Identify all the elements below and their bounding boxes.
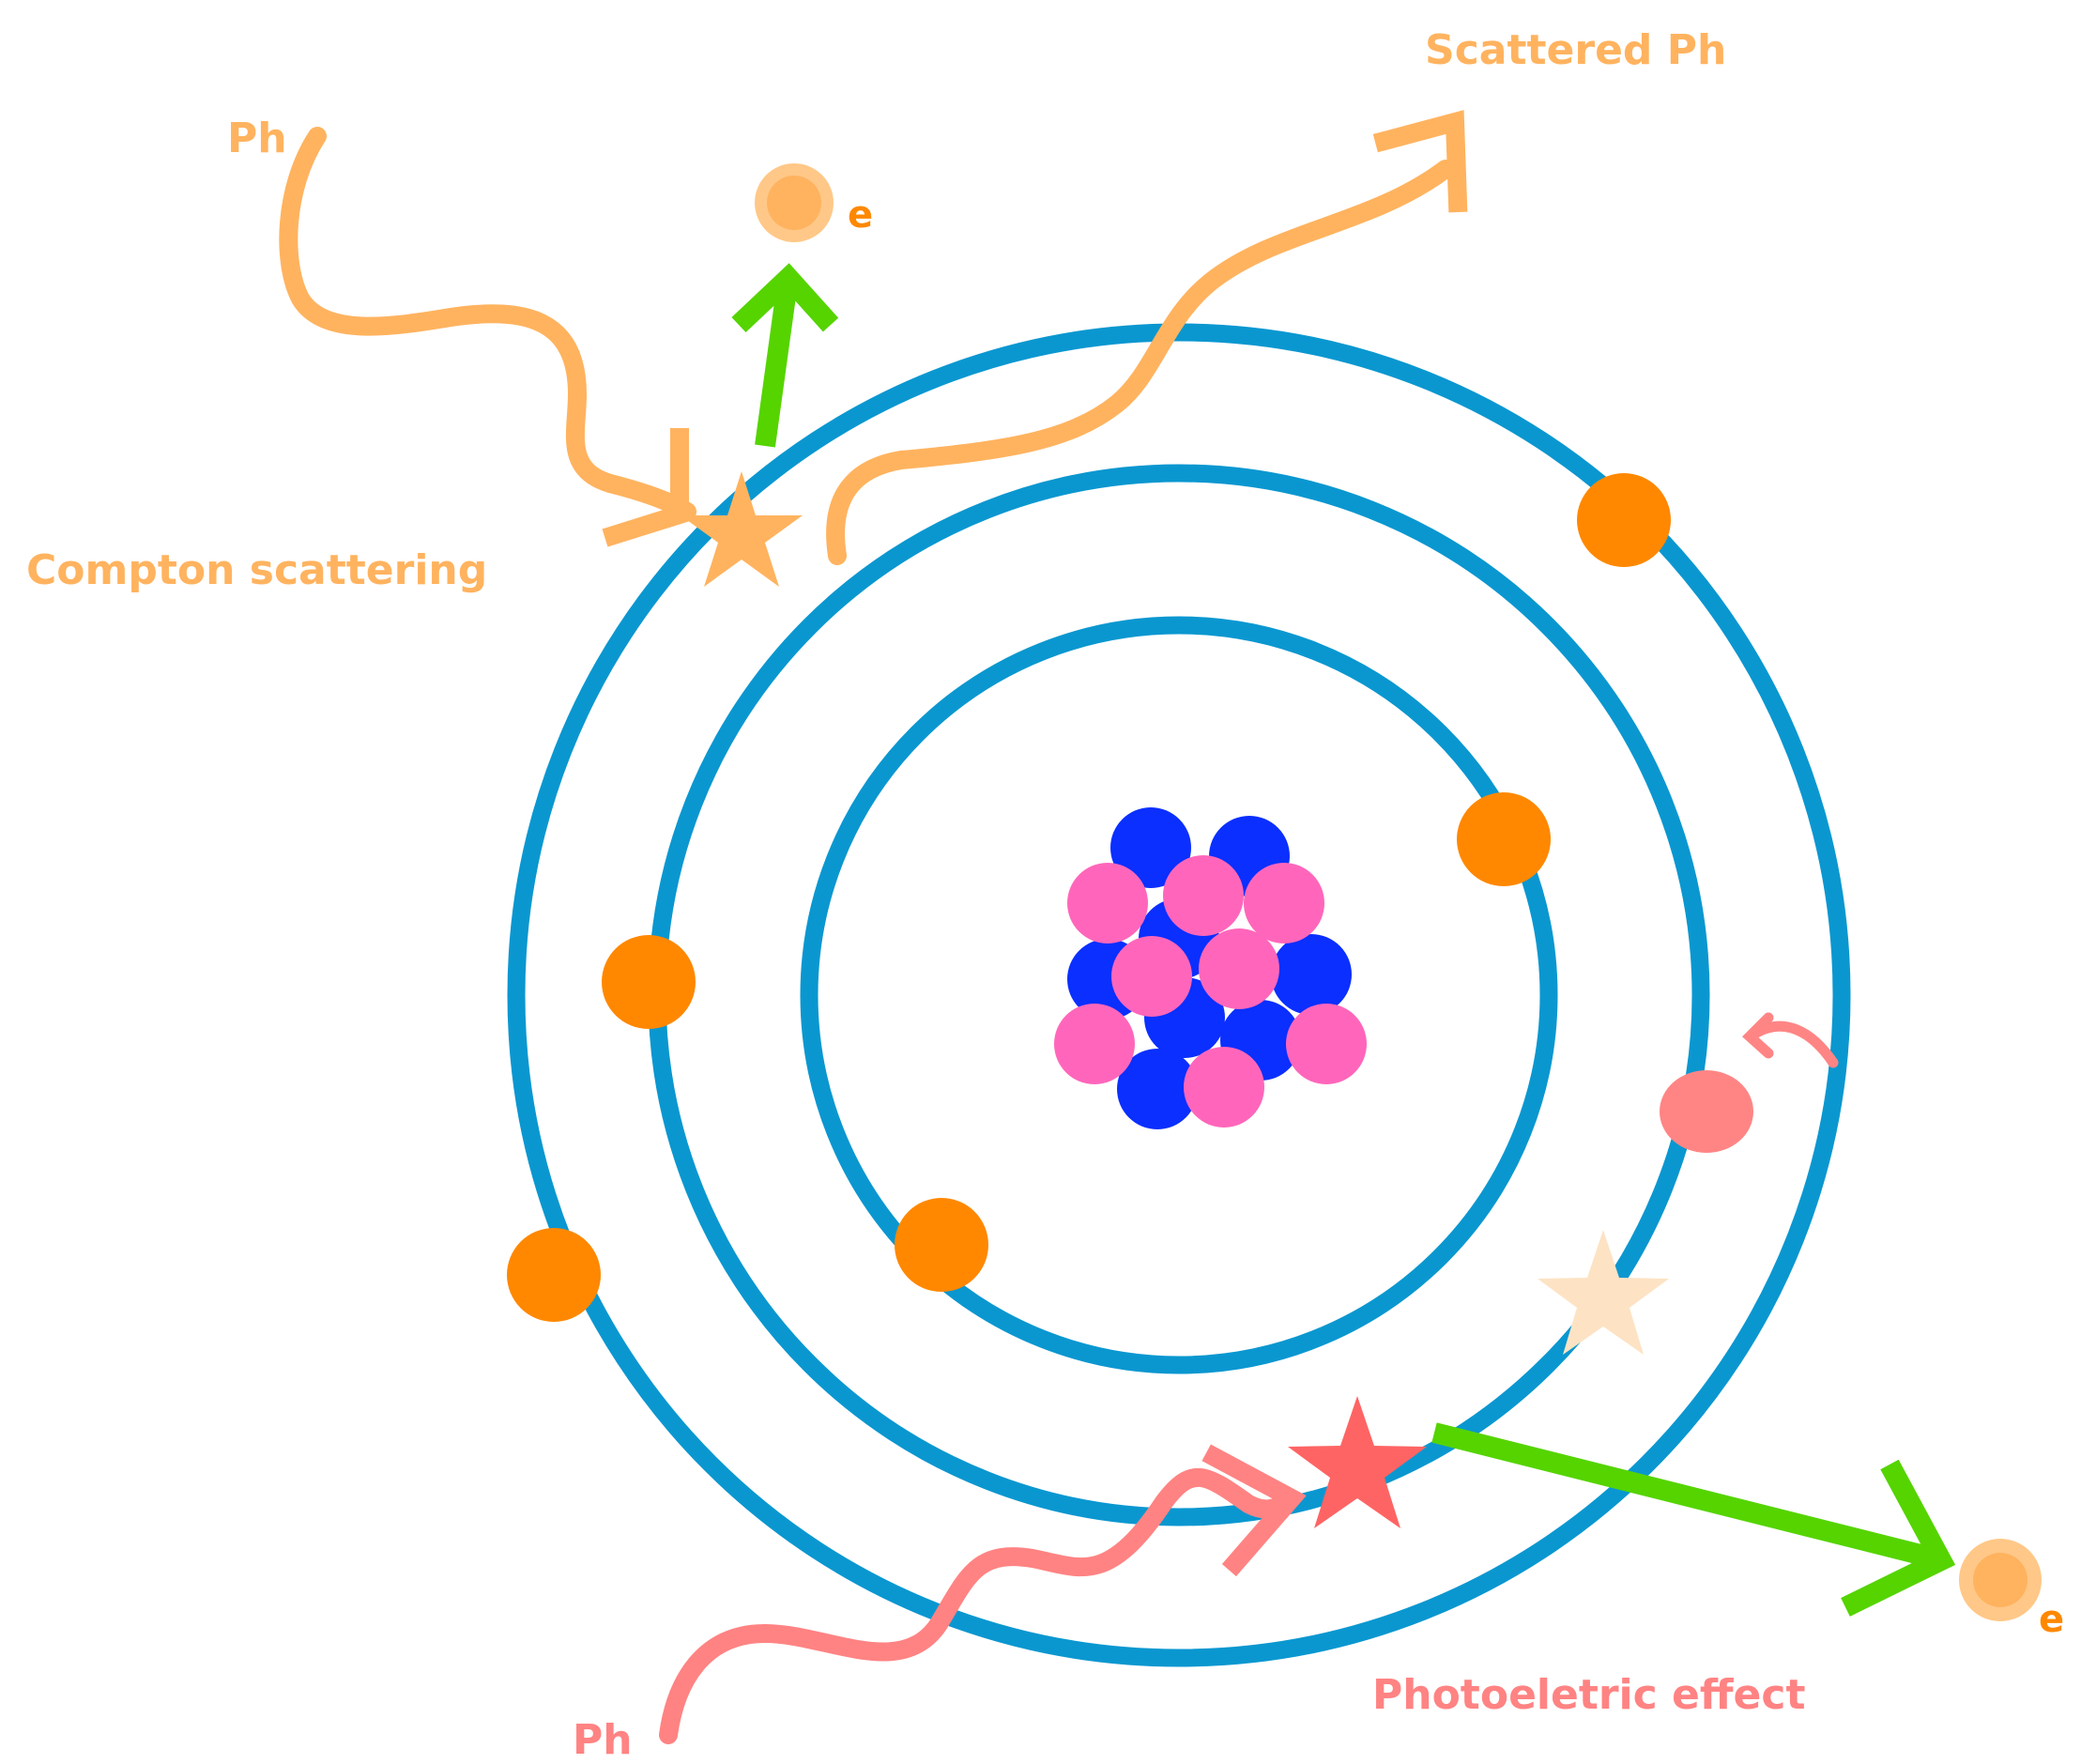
ejected-electron-arrow-compton [755, 287, 797, 448]
proton [1184, 1047, 1264, 1127]
ejected-electron-photo-inner [1973, 1553, 2027, 1607]
proton [1163, 855, 1244, 936]
star-icon [1288, 1396, 1427, 1528]
neutron [1271, 934, 1352, 1015]
electron [1577, 473, 1671, 567]
proton [1111, 936, 1192, 1017]
label-e-compton: e [848, 193, 873, 237]
neutron [1117, 1049, 1198, 1129]
ejected-electron-compton-inner [767, 176, 821, 230]
electrons [507, 473, 1671, 1322]
label-ph-compton: Ph [227, 115, 287, 162]
label-e-photo: e [2039, 1598, 2064, 1641]
incoming-photon-compton [279, 127, 696, 521]
label-scattered-ph: Scattered Ph [1425, 26, 1726, 74]
orbit-inner [800, 616, 1558, 1374]
label-compton-scattering: Compton scattering [26, 546, 487, 594]
scattered-photon-arrowhead [1372, 110, 1468, 213]
proton [1244, 863, 1324, 943]
proton [1067, 863, 1148, 943]
proton [1286, 1004, 1367, 1084]
ejected-electron-arrowhead-photo [1841, 1459, 1956, 1617]
label-ph-photo: Ph [573, 1716, 633, 1764]
ejected-electron-arrow-photo [1431, 1422, 1938, 1569]
neutron [1110, 807, 1191, 888]
electron [602, 935, 696, 1029]
star-icon [681, 471, 803, 587]
scattered-photon [826, 160, 1455, 565]
incoming-photon-arrowhead-photo [1201, 1444, 1307, 1577]
electron [895, 1198, 988, 1292]
ejected-electron-arrowhead-compton [731, 263, 839, 333]
label-photoelectric-effect: Photoeletric effect [1372, 1671, 1805, 1719]
nucleus [1054, 807, 1367, 1129]
transition-arrowhead [1742, 1012, 1774, 1059]
star-icon [1538, 1230, 1669, 1355]
incoming-photon-photo [659, 1468, 1297, 1744]
electron [1457, 792, 1551, 886]
proton [1199, 928, 1279, 1009]
electron [507, 1228, 601, 1322]
excited-electron [1660, 1070, 1753, 1153]
incoming-photon-arrowhead [602, 428, 689, 547]
proton [1054, 1004, 1135, 1084]
